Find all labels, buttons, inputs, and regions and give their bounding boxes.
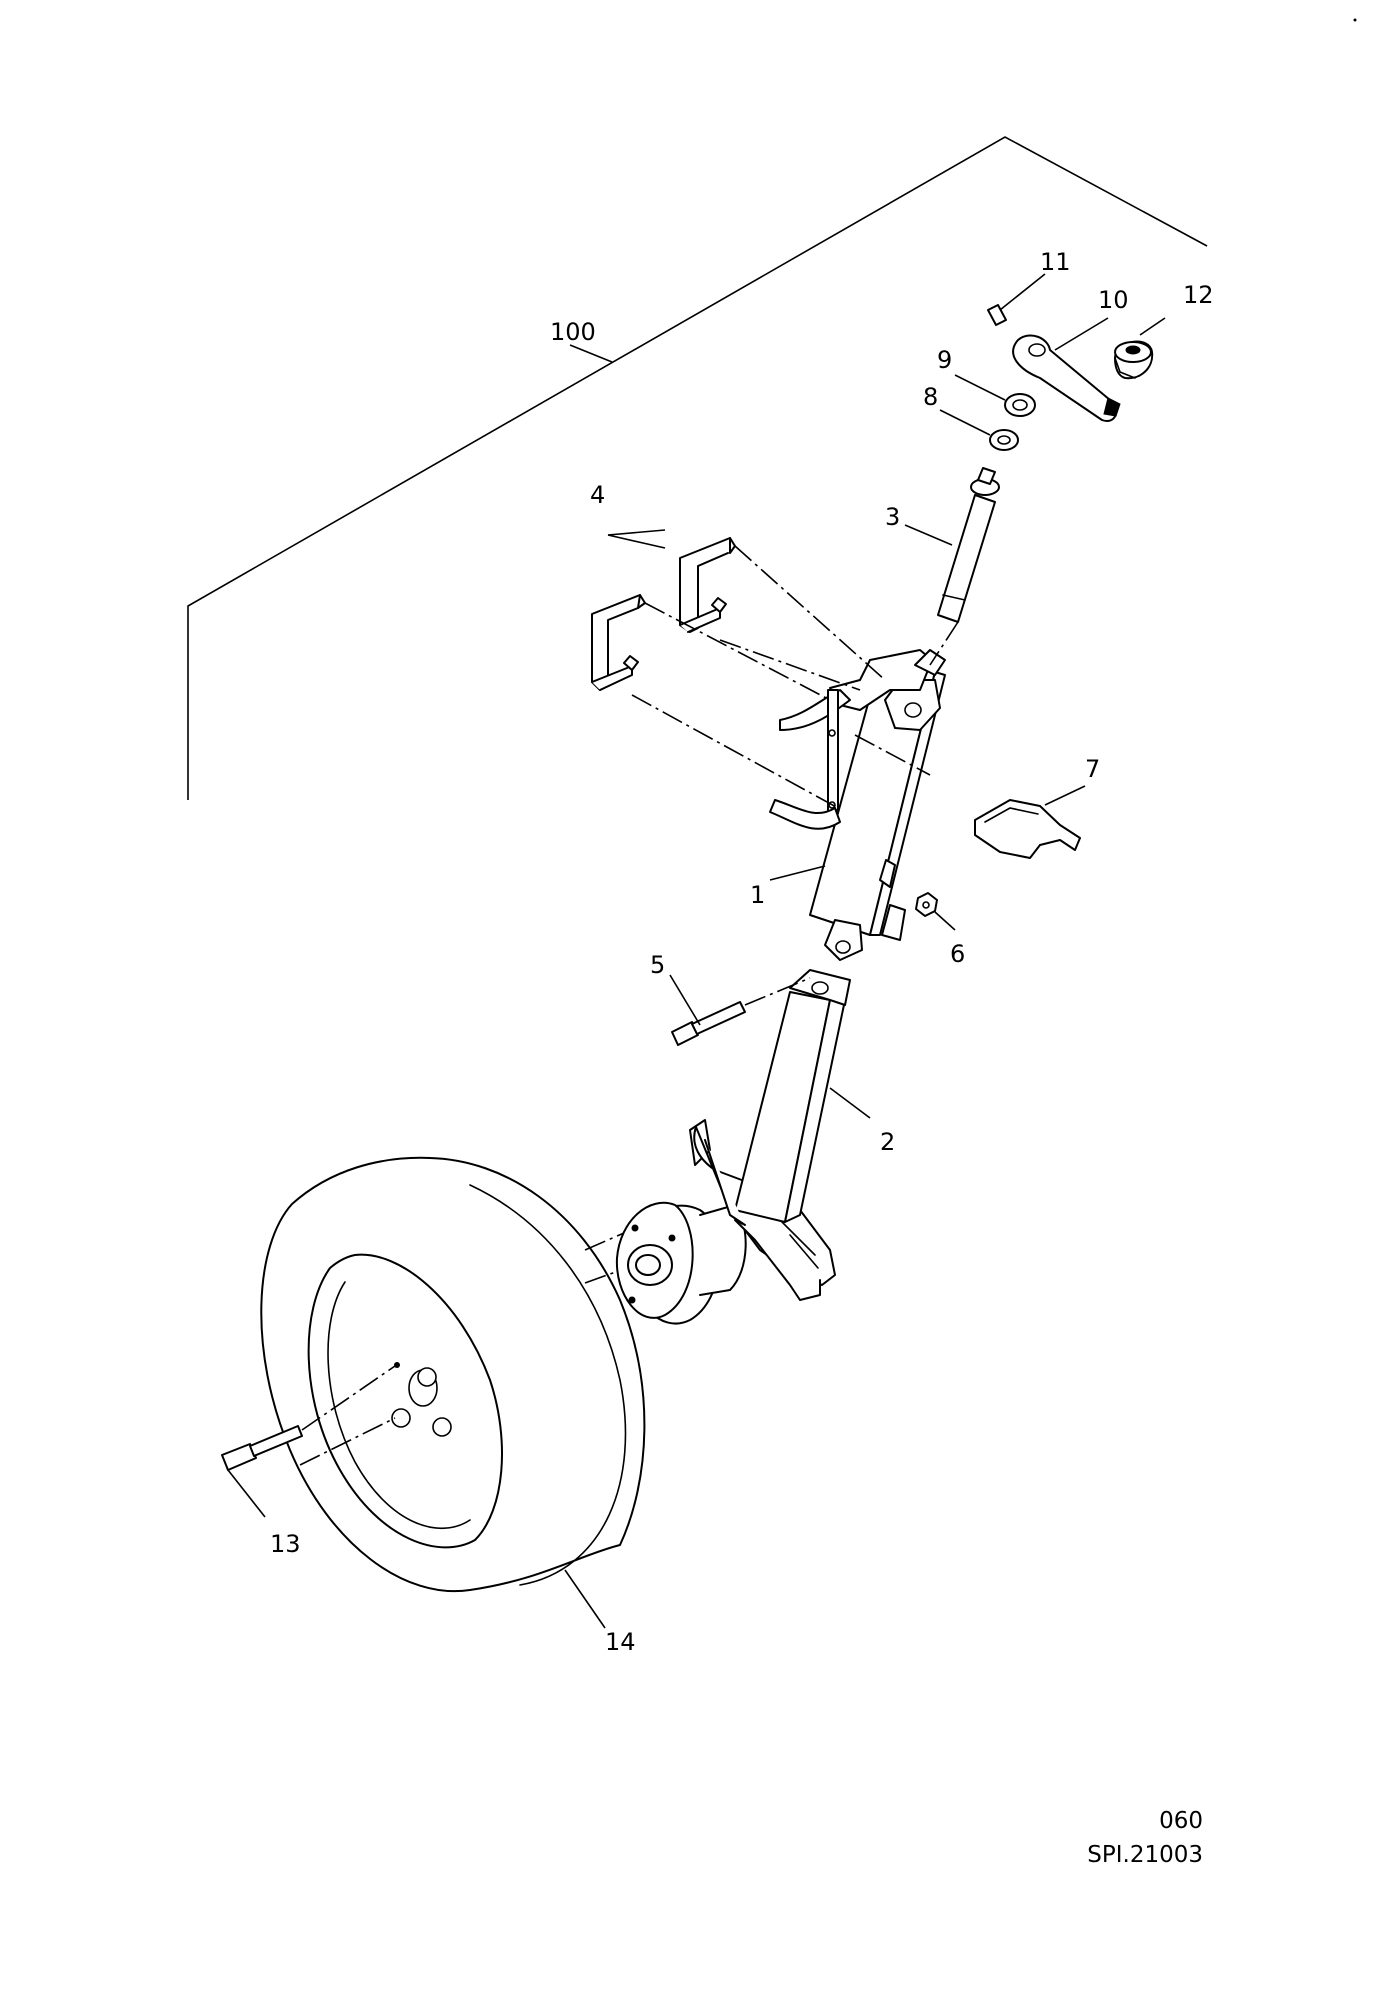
callout-11: 11 [1040,248,1071,276]
wheel-nut-a [417,1367,437,1387]
page-number: 060 [1159,1808,1203,1834]
washer-9 [1004,393,1036,417]
upper-bracket-1 [769,649,946,961]
corner-dot [1353,18,1357,22]
callout-9: 9 [937,346,952,374]
wheel-tyre [260,1156,646,1593]
wheel-bolt-13 [221,1365,396,1471]
callout-1: 1 [750,881,765,909]
knob-12 [1114,340,1154,380]
callout-5: 5 [650,951,665,979]
callout-8: 8 [923,383,938,411]
wheel-nut-c [391,1408,411,1428]
u-bolts-4 [591,537,886,809]
wheel-nut-b [432,1417,452,1437]
lower-tube-2 [689,969,851,1301]
callout-100: 100 [550,318,596,346]
callout-labels: 100 11 10 12 9 8 3 4 7 1 6 5 2 13 14 [270,248,1214,1656]
callout-3: 3 [885,503,900,531]
handle-10 [1012,334,1121,422]
washer-8 [989,429,1019,451]
wheel-hub [584,1201,747,1325]
callout-12: 12 [1183,281,1214,309]
callout-2: 2 [880,1128,895,1156]
callout-13: 13 [270,1530,301,1558]
assembly-outline-100 [187,136,1208,800]
footer: 060 SPI.21003 [1087,1808,1203,1868]
callout-7: 7 [1085,755,1100,783]
pin-3 [929,467,1000,666]
callout-14: 14 [605,1628,636,1656]
bolt-5 [671,977,811,1046]
clip-7 [854,734,1081,859]
callout-6: 6 [950,940,965,968]
wheel-bolt-hole [394,1362,400,1368]
nut-6 [915,892,938,917]
callout-4: 4 [590,481,605,509]
leader-lines [227,273,1166,1629]
rivet-11 [987,304,1007,326]
drawing-reference: SPI.21003 [1087,1842,1203,1868]
callout-10: 10 [1098,286,1129,314]
